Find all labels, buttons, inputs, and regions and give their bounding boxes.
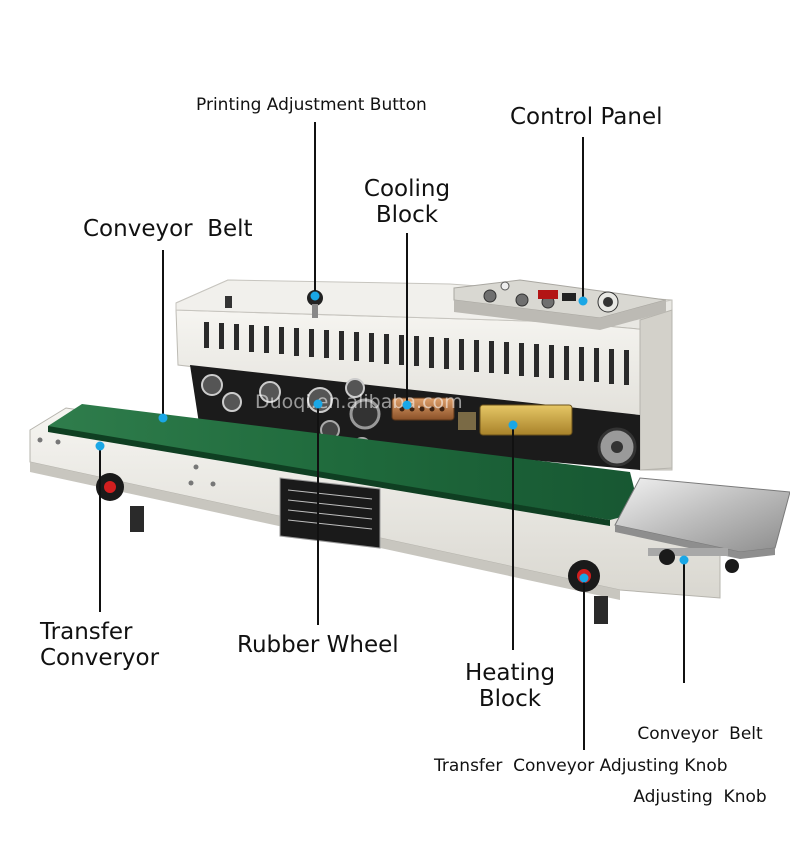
- watermark: Duoqi.en.alibaba.com: [255, 391, 463, 413]
- marker-transfer-conveyor: [95, 441, 105, 451]
- marker-printing-adjustment-button: [310, 291, 320, 301]
- label-transfer-conveyor-line1: Transfer: [40, 619, 133, 645]
- label-printing-adjustment-button: Printing Adjustment Button: [196, 95, 427, 115]
- label-transfer-conveyor-line2: Converyor: [40, 645, 160, 672]
- label-cooling-block-line2: Block: [375, 202, 439, 229]
- label-rubber-wheel: Rubber Wheel: [237, 632, 399, 658]
- band-sealer-machine-illustration: Duoqi.en.alibaba.com: [29, 122, 790, 750]
- label-conveyor-belt-knob-line1: Conveyor Belt: [637, 724, 763, 745]
- marker-control-panel: [578, 296, 588, 306]
- control-panel-illustration: [453, 279, 667, 330]
- leader-lines: [99, 122, 685, 750]
- diagram: Duoqi.en.alibaba.com Printing Adj: [29, 95, 790, 806]
- mechanism: [190, 365, 640, 470]
- marker-heating-block: [508, 420, 518, 430]
- label-cooling-block-line1: Cooling: [363, 176, 451, 202]
- label-heating-block-line1: Heating: [464, 660, 556, 686]
- label-transfer-conveyor-knob: Transfer Conveyor Adjusting Knob: [434, 756, 728, 776]
- marker-dots: [95, 291, 689, 583]
- label-heating-block: Heating Block: [458, 660, 562, 713]
- label-transfer-conveyor: Transfer Converyor: [40, 619, 159, 672]
- label-conveyor-belt-knob-line2: Adjusting Knob: [633, 786, 767, 807]
- marker-cooling-block: [402, 400, 412, 410]
- label-heating-block-line2: Block: [478, 686, 542, 713]
- marker-transfer-conveyor-knob: [579, 573, 589, 583]
- marker-conveyor-belt-knob: [679, 555, 689, 565]
- marker-conveyor-belt: [158, 413, 168, 423]
- label-control-panel: Control Panel: [510, 104, 663, 130]
- label-conveyor-belt: Conveyor Belt: [83, 216, 253, 242]
- marker-rubber-wheel: [313, 399, 323, 409]
- conveyor-frame: [29, 404, 790, 624]
- label-cooling-block: Cooling Block: [360, 176, 454, 229]
- vent-slots: [204, 322, 629, 385]
